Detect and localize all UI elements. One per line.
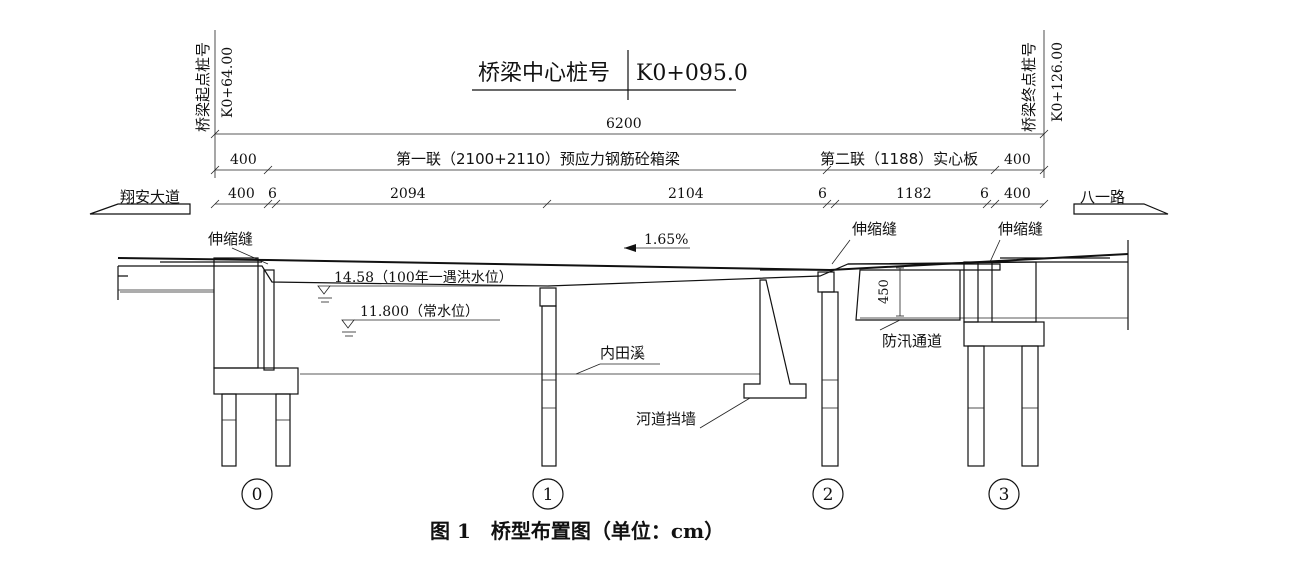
end-station-value: K0+126.00 <box>1050 42 1066 122</box>
water-levels: 14.58（100年一遇洪水位） 11.800（常水位） <box>317 270 548 337</box>
center-station-label: 桥梁中心桩号 <box>478 61 610 86</box>
road-left-label: 翔安大道 <box>120 188 180 206</box>
dim-r2-3: 2094 <box>390 186 426 202</box>
normal-level-label: 11.800（常水位） <box>360 304 479 320</box>
flood-level-label: 14.58（100年一遇洪水位） <box>334 270 513 286</box>
stream-label: 内田溪 <box>600 344 645 362</box>
road-left-arrow <box>89 203 191 215</box>
clearance-label: 450 <box>877 279 892 304</box>
pier-number-0: 0 <box>252 485 263 505</box>
retaining-wall: 河道挡墙 <box>636 269 830 429</box>
start-station: 桥梁起点桩号 K0+64.00 <box>194 30 236 178</box>
slope-label: 1.65% <box>644 232 688 248</box>
road-right: 八一路 <box>1073 188 1169 215</box>
dim-r2-1: 400 <box>228 186 255 202</box>
dim-r2-2: 6 <box>268 186 277 202</box>
dim-r2-6: 1182 <box>896 186 932 202</box>
dimension-row-2: 400 6 2094 2104 6 1182 6 400 <box>210 186 1049 209</box>
dim-top-left: 400 <box>230 152 257 168</box>
end-station-label: 桥梁终点桩号 <box>1020 42 1038 132</box>
end-station: 桥梁终点桩号 K0+126.00 <box>1020 30 1066 178</box>
pier-2 <box>817 271 839 467</box>
dim-r2-8: 400 <box>1004 186 1031 202</box>
joint-right-label: 伸缩缝 <box>998 220 1043 238</box>
road-right-arrow <box>1073 203 1169 215</box>
dim-r2-4: 2104 <box>668 186 704 202</box>
pier-number-1: 1 <box>543 485 554 505</box>
pier-1 <box>539 287 557 467</box>
road-left: 翔安大道 <box>89 188 191 215</box>
pier-number-3: 3 <box>999 485 1010 505</box>
pier-3 <box>963 261 1045 467</box>
title-block: 桥梁中心桩号 K0+095.0 <box>472 50 748 100</box>
center-station-value: K0+095.0 <box>636 61 748 86</box>
pier-0 <box>213 257 299 467</box>
joint-mid-label: 伸缩缝 <box>852 220 897 238</box>
start-station-value: K0+64.00 <box>220 47 236 118</box>
figure-caption: 图 1 桥型布置图（单位：cm） <box>430 519 724 543</box>
start-station-label: 桥梁起点桩号 <box>194 42 212 132</box>
dimension-total: 6200 <box>210 116 1049 139</box>
flood-passage: 450 防汛通道 <box>848 263 1001 350</box>
dimension-row-1: 400 第一联（2100+2110）预应力钢筋砼箱梁 第二联（1188）实心板 … <box>210 150 1049 175</box>
retaining-wall-label: 河道挡墙 <box>636 410 696 428</box>
bridge-deck <box>117 240 1129 330</box>
dim-r2-7: 6 <box>980 186 989 202</box>
dim-top-right: 400 <box>1004 152 1031 168</box>
span-group-2-label: 第二联（1188）实心板 <box>820 150 978 168</box>
joint-left-label: 伸缩缝 <box>208 230 253 248</box>
road-right-label: 八一路 <box>1080 188 1125 206</box>
pier-numbers: 0 1 2 3 <box>241 478 1020 510</box>
span-group-1-label: 第一联（2100+2110）预应力钢筋砼箱梁 <box>396 150 680 168</box>
flood-passage-label: 防汛通道 <box>882 332 942 350</box>
dim-total-text: 6200 <box>606 116 642 132</box>
dim-r2-5: 6 <box>818 186 827 202</box>
pier-number-2: 2 <box>823 485 834 505</box>
